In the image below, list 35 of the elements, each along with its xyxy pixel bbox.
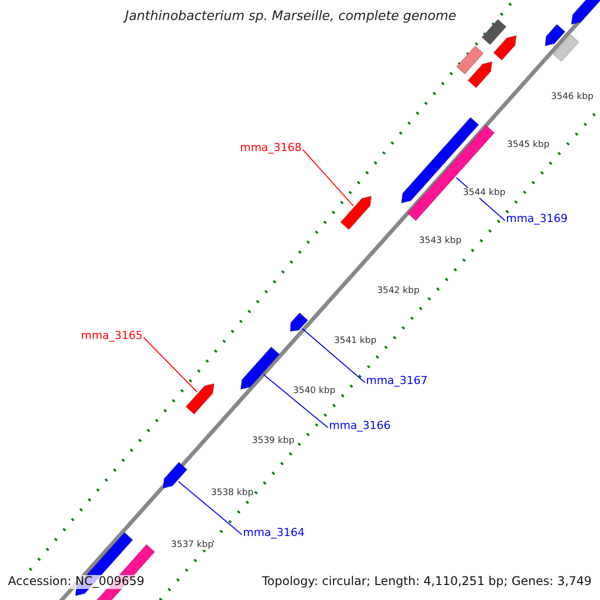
gene-bar: [456, 45, 484, 75]
gene-bar: [240, 346, 280, 390]
gene-label: mma_3168: [240, 142, 302, 155]
position-label: 3538 kbp: [211, 488, 254, 498]
position-label: 3542 kbp: [377, 286, 420, 296]
gene-label: mma_3169: [506, 213, 568, 226]
gene-bar: [340, 196, 372, 230]
position-label: 3539 kbp: [252, 436, 294, 446]
leader-line: [302, 328, 366, 384]
leader-line: [143, 337, 198, 392]
leader-line: [302, 149, 354, 206]
position-label: 3540 kbp: [293, 386, 336, 396]
leader-line: [178, 481, 242, 536]
leader-line: [262, 374, 328, 428]
footer-text: Accession: NC_009659: [8, 575, 144, 589]
gene-bar: [553, 34, 579, 62]
gene-label: mma_3164: [243, 527, 305, 540]
title: Janthinobacterium sp. Marseille, complete genome: [125, 10, 456, 25]
position-label: 3544 kbp: [463, 188, 506, 198]
gene-bar: [290, 312, 308, 332]
gene-bar: [493, 35, 517, 61]
position-label: 3546 kbp: [551, 92, 594, 102]
position-label: 3537 kbp: [171, 540, 214, 550]
gene-bar: [163, 462, 188, 489]
position-label: 3545 kbp: [507, 140, 550, 150]
gene-bar: [545, 24, 566, 46]
gene-bar: [467, 61, 492, 88]
gene-label: mma_3165: [81, 330, 143, 343]
position-label: 3543 kbp: [419, 236, 462, 246]
footer-text: Topology: circular; Length: 4,110,251 bp; Genes: 3,749: [262, 575, 592, 589]
position-label: 3541 kbp: [334, 336, 376, 346]
gene-label: mma_3166: [329, 420, 391, 433]
gene-bar: [481, 19, 507, 45]
gene-bar: [185, 383, 214, 415]
gene-label: mma_3167: [366, 375, 428, 388]
